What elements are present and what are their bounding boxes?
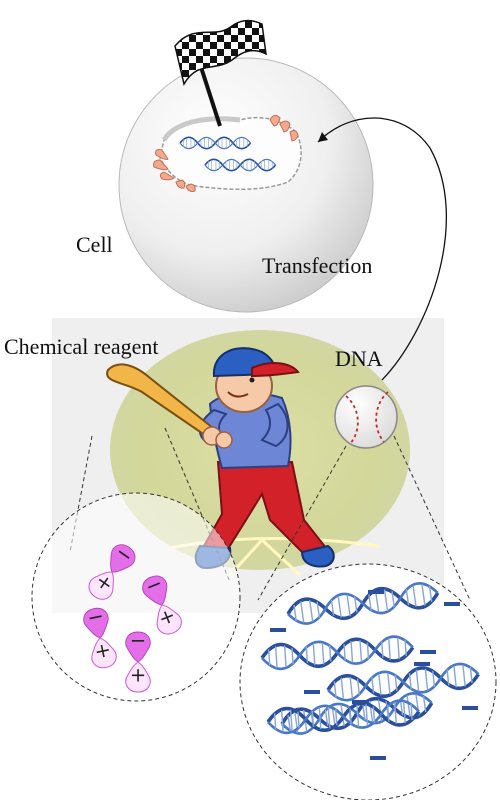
dna-negative-charge (462, 706, 478, 710)
dna-negative-charge (414, 662, 430, 666)
reagent-molecule: −+ (138, 571, 186, 638)
checkered-flag-icon (174, 19, 267, 127)
label-cell: Cell (76, 232, 113, 257)
shoe-right (300, 544, 335, 568)
dna-negative-charge (368, 590, 384, 594)
label-transfection: Transfection (262, 253, 373, 278)
plus-charge: + (130, 664, 146, 687)
minus-charge: − (130, 629, 146, 652)
cell (118, 57, 374, 313)
baseball-icon (334, 385, 398, 449)
dna-negative-charge (444, 602, 460, 606)
batter-icon (106, 347, 335, 570)
minus-charge: − (85, 604, 106, 630)
label-dna: DNA (335, 346, 383, 371)
plus-charge: + (155, 603, 179, 630)
transfection-arrow (317, 117, 448, 381)
hands-icon (153, 114, 299, 192)
dna-negative-charge (370, 756, 386, 760)
reagent-molecule: −+ (81, 604, 119, 671)
dna-negative-charge (304, 690, 320, 694)
dna-negative-charge (352, 700, 368, 704)
label-chemical-reagent: Chemical reagent (4, 334, 159, 359)
minus-charge: − (142, 571, 166, 598)
plus-charge: + (92, 638, 113, 664)
dna-helices (259, 579, 482, 760)
reagent-molecule: −+ (125, 629, 151, 693)
arrowhead-icon (318, 132, 328, 142)
dna-negative-charge (270, 628, 286, 632)
dna-negative-charge (420, 650, 436, 654)
reagent-zoom-circle (31, 492, 241, 702)
